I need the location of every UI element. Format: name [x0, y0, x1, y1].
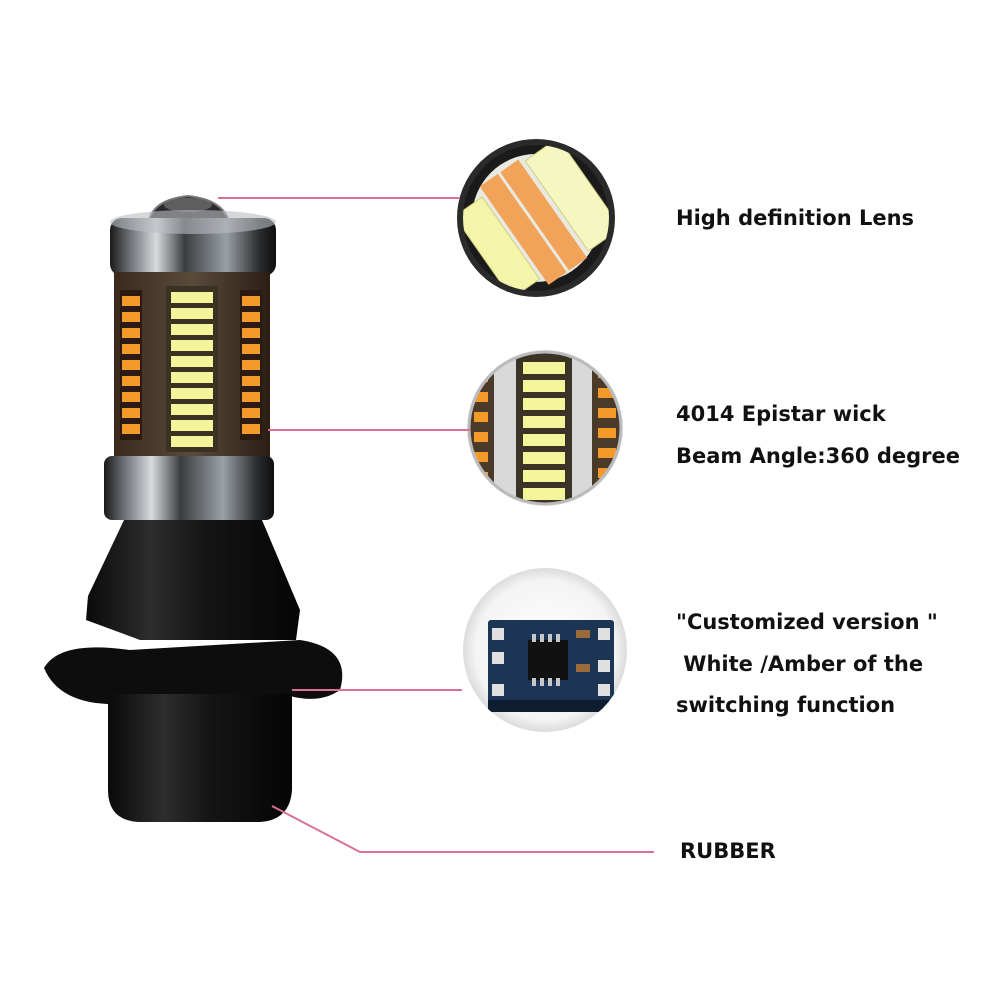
- rubber-label: RUBBER: [680, 839, 776, 863]
- led-bulb: [44, 194, 343, 822]
- wick-label-line1: 4014 Epistar wick: [676, 402, 886, 426]
- bulb-bottom-ring: [104, 456, 274, 520]
- pcb-label-line3: switching function: [676, 693, 896, 717]
- bulb-rubber-flange: [44, 640, 343, 705]
- bulb-top-cap: [110, 218, 276, 276]
- pcb-detail-zoom: [463, 568, 627, 732]
- white-led-strip-center: [166, 286, 218, 452]
- bulb-base: [86, 520, 300, 640]
- callout-line-rubber: [271, 805, 654, 853]
- lens-label: High definition Lens: [676, 206, 915, 230]
- amber-led-strip-left: [120, 290, 142, 440]
- wick-detail-zoom: [467, 350, 623, 506]
- bulb-rubber-plug: [108, 694, 292, 822]
- wick-label-line2: Beam Angle:360 degree: [676, 444, 960, 468]
- pcb-label-line1: "Customized version ": [676, 610, 938, 634]
- pcb-label-line2: White /Amber of the: [676, 652, 924, 676]
- callout-lines: [218, 197, 654, 853]
- amber-led-strip-right: [240, 290, 262, 440]
- lens-detail-zoom: [457, 139, 615, 297]
